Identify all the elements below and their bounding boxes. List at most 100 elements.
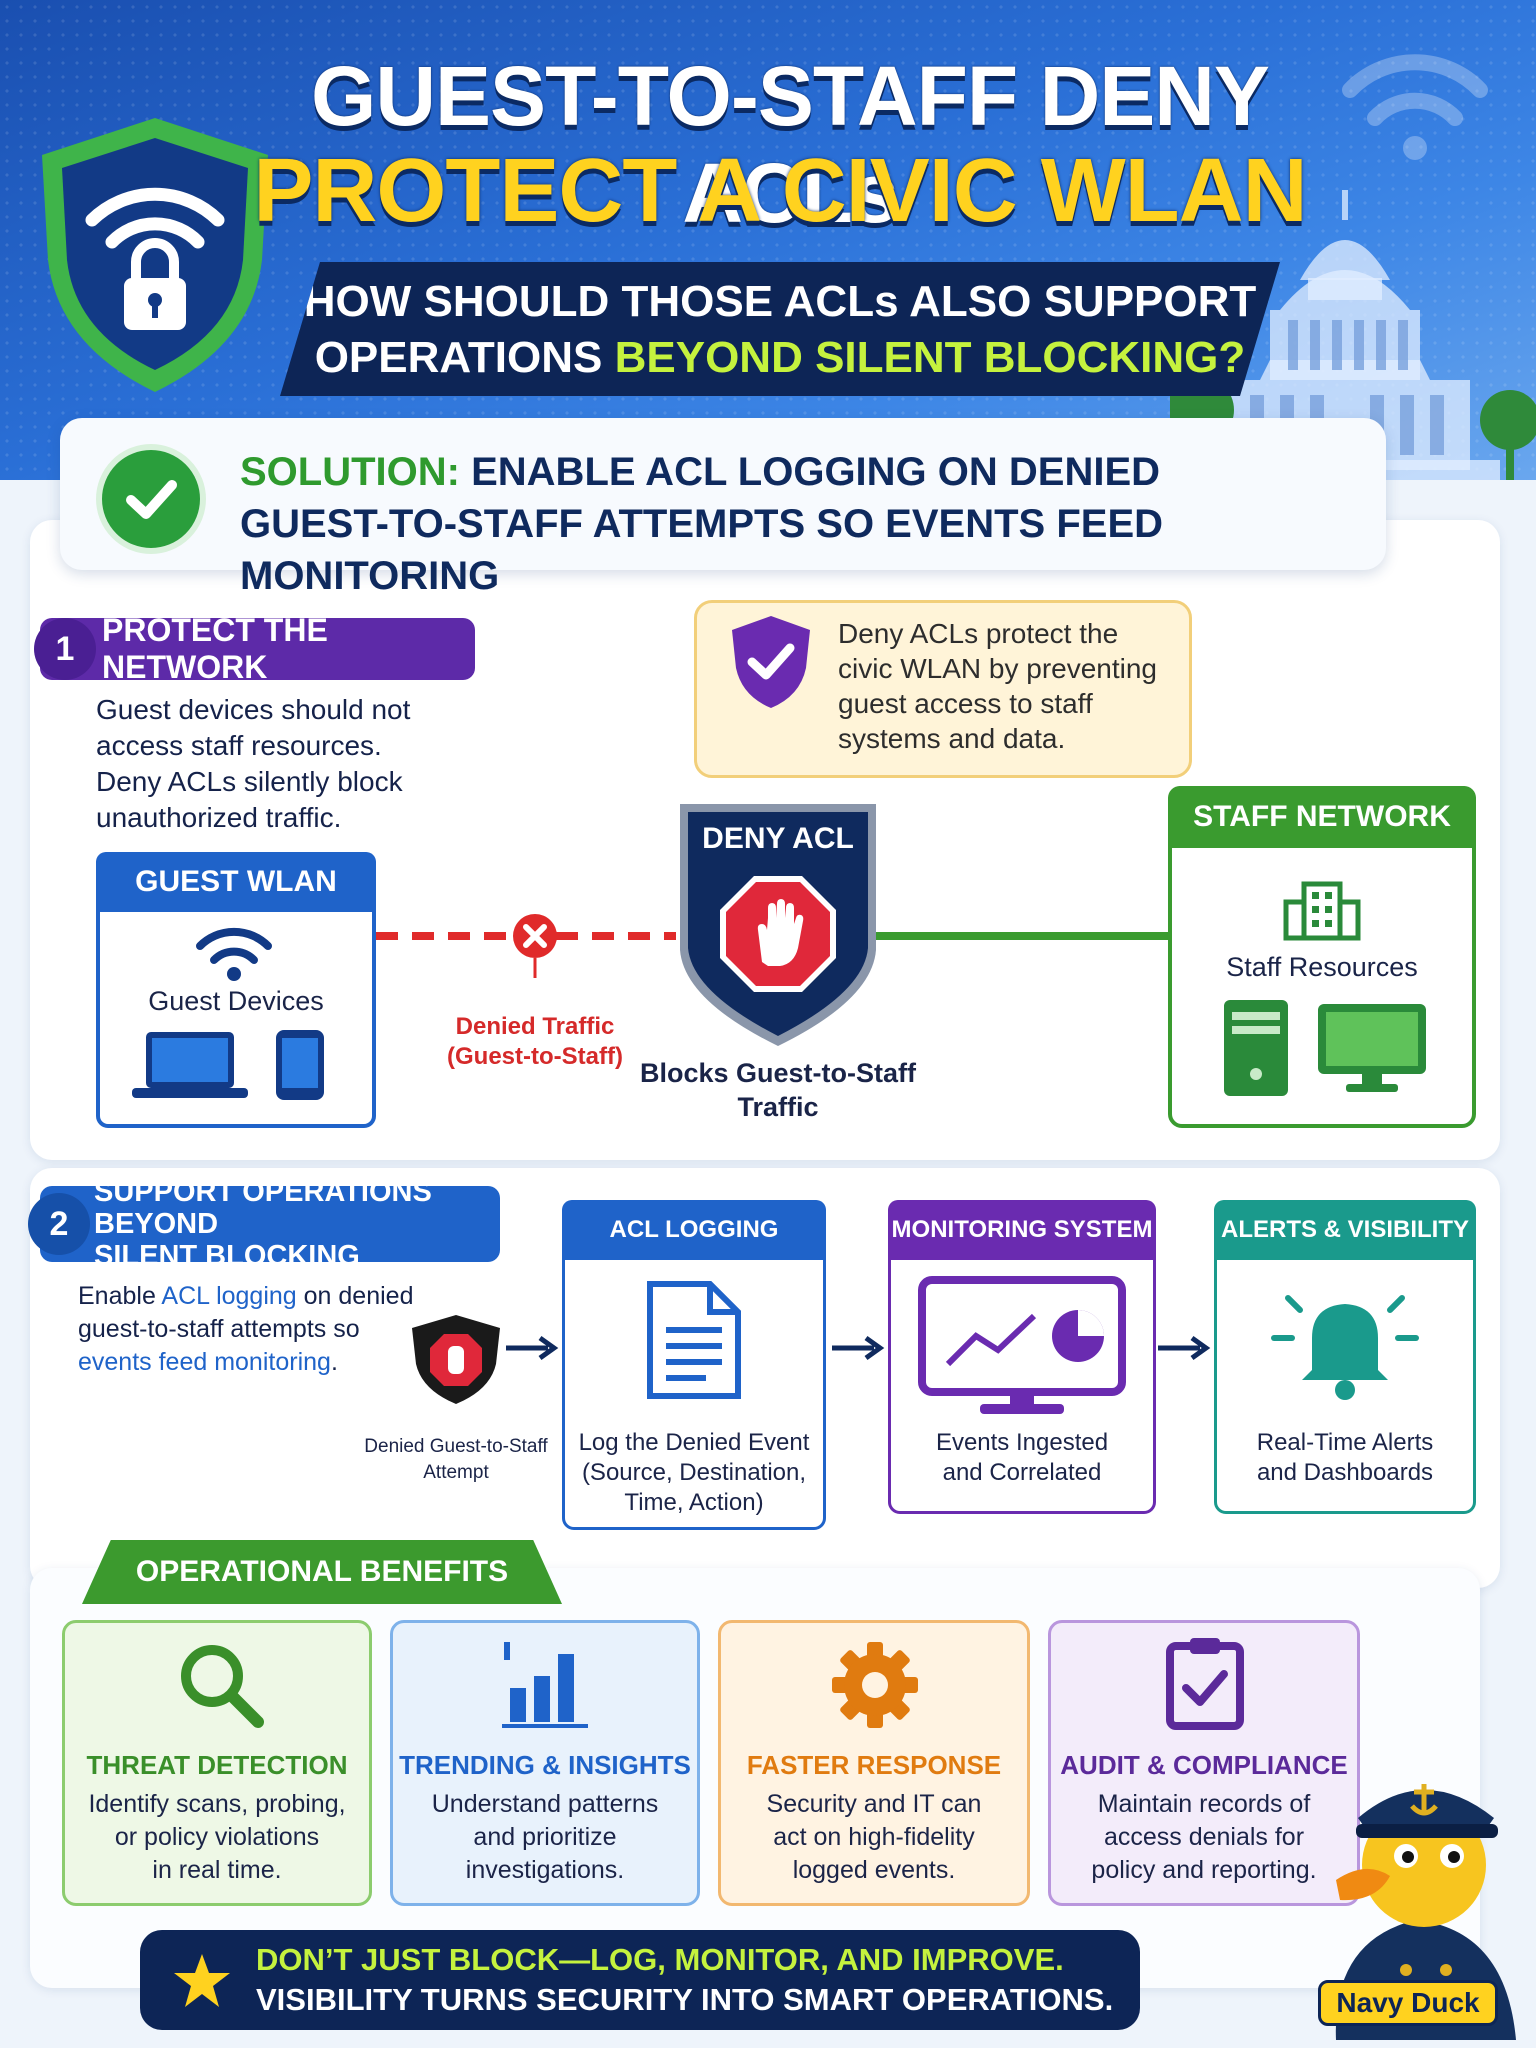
card-text-line: Time, Action): [624, 1489, 764, 1516]
note-line: guest access to staff: [838, 688, 1093, 719]
benefit-text: Maintain records of access denials for p…: [1048, 1788, 1360, 1887]
section-2-number: 2: [28, 1193, 90, 1255]
benefit-text-line: Security and IT can: [766, 1790, 982, 1818]
benefit-card-trending-insights: [390, 1620, 700, 1906]
document-icon: [647, 1281, 741, 1399]
denied-traffic-label: Denied Traffic (Guest-to-Staff): [430, 1012, 640, 1072]
section-1-body-line: unauthorized traffic.: [96, 802, 342, 833]
benefit-text-line: policy and reporting.: [1091, 1856, 1317, 1884]
benefit-text-line: and prioritize: [473, 1823, 617, 1851]
card-text-line: (Source, Destination,: [581, 1459, 807, 1486]
benefit-text-line: investigations.: [465, 1856, 625, 1884]
operational-benefits-heading: OPERATIONAL BENEFITS: [82, 1540, 562, 1604]
benefit-text-line: in real time.: [152, 1856, 282, 1884]
clipboard-check-icon: [1166, 1638, 1244, 1730]
card-text-line: and Correlated: [942, 1459, 1102, 1486]
benefit-text-line: access denials for: [1103, 1823, 1305, 1851]
bar-chart-icon: [502, 1642, 588, 1728]
server-tower-icon: [1224, 1000, 1288, 1096]
benefit-card-threat-detection: [62, 1620, 372, 1906]
city-hall-illustration: [1170, 190, 1536, 480]
benefit-title: TRENDING & INSIGHTS: [399, 1750, 691, 1780]
mascot-name-badge: Navy Duck: [1318, 1980, 1498, 2026]
note-line: systems and data.: [838, 723, 1066, 754]
body-text: Enable: [78, 1282, 162, 1310]
footer-banner: [140, 1930, 1140, 2030]
section-1-title: PROTECT THE NETWORK: [40, 612, 475, 685]
card-text-line: Log the Denied Event: [578, 1429, 810, 1456]
benefit-text-line: logged events.: [792, 1856, 956, 1884]
benefit-text-line: Understand patterns: [431, 1790, 659, 1818]
magnifier-icon: [181, 1645, 264, 1728]
guest-devices-label: Guest Devices: [148, 986, 324, 1016]
card-text-line: Events Ingested: [935, 1429, 1109, 1456]
section-1-body-line: access staff resources.: [96, 730, 382, 761]
building-icon: [1283, 881, 1361, 941]
staff-network-title: STAFF NETWORK: [1168, 786, 1476, 848]
gear-icon: [832, 1642, 918, 1728]
section-2-body: Enable ACL logging on denied guest-to-st…: [78, 1280, 438, 1379]
deny-acl-caption-line-2: Traffic: [737, 1092, 819, 1122]
analytics-monitor-icon: [918, 1276, 1126, 1414]
star-icon: [174, 1954, 230, 2007]
solution-label: SOLUTION:: [240, 450, 460, 494]
denied-traffic-line-2: (Guest-to-Staff): [447, 1043, 623, 1070]
benefit-title: THREAT DETECTION: [86, 1750, 348, 1780]
header-banner: GUEST-TO-STAFF DENY ACLs PROTECT A CIVIC…: [0, 0, 1536, 480]
denied-attempt-line-2: Attempt: [423, 1462, 489, 1483]
denied-traffic-line-1: Denied Traffic: [455, 1013, 615, 1040]
acl-logging-card-text: Log the Denied Event (Source, Destinatio…: [562, 1428, 826, 1518]
section-1-body: Guest devices should not access staff re…: [96, 692, 496, 836]
title-line-1: GUEST-TO-STAFF DENY ACLs: [311, 49, 1270, 240]
benefit-title: AUDIT & COMPLIANCE: [1060, 1750, 1348, 1780]
guest-wlan-title: GUEST WLAN: [96, 852, 376, 912]
question-highlight: BEYOND SILENT BLOCKING?: [614, 333, 1246, 382]
benefit-text: Understand patterns and prioritize inves…: [390, 1788, 700, 1887]
question-line-2-prefix: OPERATIONS: [314, 333, 615, 382]
title-line-2: PROTECT A CIVIC WLAN: [253, 141, 1307, 241]
footer-line-2: VISIBILITY TURNS SECURITY INTO SMART OPE…: [256, 1982, 1114, 2017]
info-note-text: Deny ACLs protect the civic WLAN by prev…: [838, 616, 1178, 756]
benefit-text-line: act on high-fidelity: [773, 1823, 975, 1851]
monitoring-system-card-text: Events Ingested and Correlated: [888, 1428, 1156, 1488]
benefit-text-line: Maintain records of: [1097, 1790, 1311, 1818]
benefit-card-audit-compliance: [1048, 1620, 1360, 1906]
solution-line-2: GUEST-TO-STAFF ATTEMPTS SO EVENTS FEED M…: [240, 502, 1164, 598]
deny-acl-caption: Blocks Guest-to-Staff Traffic: [630, 1056, 926, 1124]
section-1-number: 1: [34, 618, 96, 680]
check-icon: [96, 444, 206, 554]
denied-x-icon: [513, 914, 557, 978]
section-1-body-line: Deny ACLs silently block: [96, 766, 403, 797]
monitor-icon: [1318, 1004, 1426, 1092]
solution-line-1: ENABLE ACL LOGGING ON DENIED: [459, 450, 1161, 494]
arrow-right-icon: [1158, 1335, 1211, 1361]
benefit-title: FASTER RESPONSE: [746, 1750, 1002, 1780]
solution-banner: [60, 418, 1386, 570]
arrow-right-icon: [506, 1335, 559, 1361]
alerts-visibility-card-title: ALERTS & VISIBILITY: [1214, 1200, 1476, 1260]
solution-text: SOLUTION: ENABLE ACL LOGGING ON DENIED G…: [240, 446, 1360, 602]
denied-attempt-line-1: Denied Guest-to-Staff: [364, 1436, 548, 1457]
monitoring-system-card-title: MONITORING SYSTEM: [888, 1200, 1156, 1260]
phone-icon: [276, 1030, 324, 1100]
wifi-watermark-icon: [1342, 54, 1488, 160]
purple-shield-check-icon: [732, 616, 810, 708]
body-text: guest-to-staff attempts so: [78, 1315, 360, 1343]
deny-acl-title: DENY ACL: [702, 822, 854, 855]
arrow-right-icon: [832, 1335, 885, 1361]
benefit-text: Identify scans, probing, or policy viola…: [62, 1788, 372, 1887]
stop-hand-icon: [720, 876, 836, 992]
section-2-title-line-1: SUPPORT OPERATIONS BEYOND: [94, 1176, 432, 1240]
alerts-visibility-card-text: Real-Time Alerts and Dashboards: [1214, 1428, 1476, 1488]
section-1-body-line: Guest devices should not: [96, 694, 411, 725]
question-banner: HOW SHOULD THOSE ACLs ALSO SUPPORT OPERA…: [280, 262, 1280, 396]
body-text: .: [330, 1348, 338, 1376]
bell-icon: [1271, 1295, 1419, 1400]
note-line: civic WLAN by preventing: [838, 653, 1158, 684]
events-feed-highlight: events feed monitoring: [78, 1348, 331, 1376]
wifi-lock-shield-icon: [42, 118, 268, 392]
note-line: Deny ACLs protect the: [838, 618, 1119, 649]
footer-text: DON’T JUST BLOCK—LOG, MONITOR, AND IMPRO…: [256, 1940, 1136, 2020]
laptop-icon: [132, 1032, 248, 1098]
question-line-2: OPERATIONS BEYOND SILENT BLOCKING?: [280, 330, 1280, 386]
